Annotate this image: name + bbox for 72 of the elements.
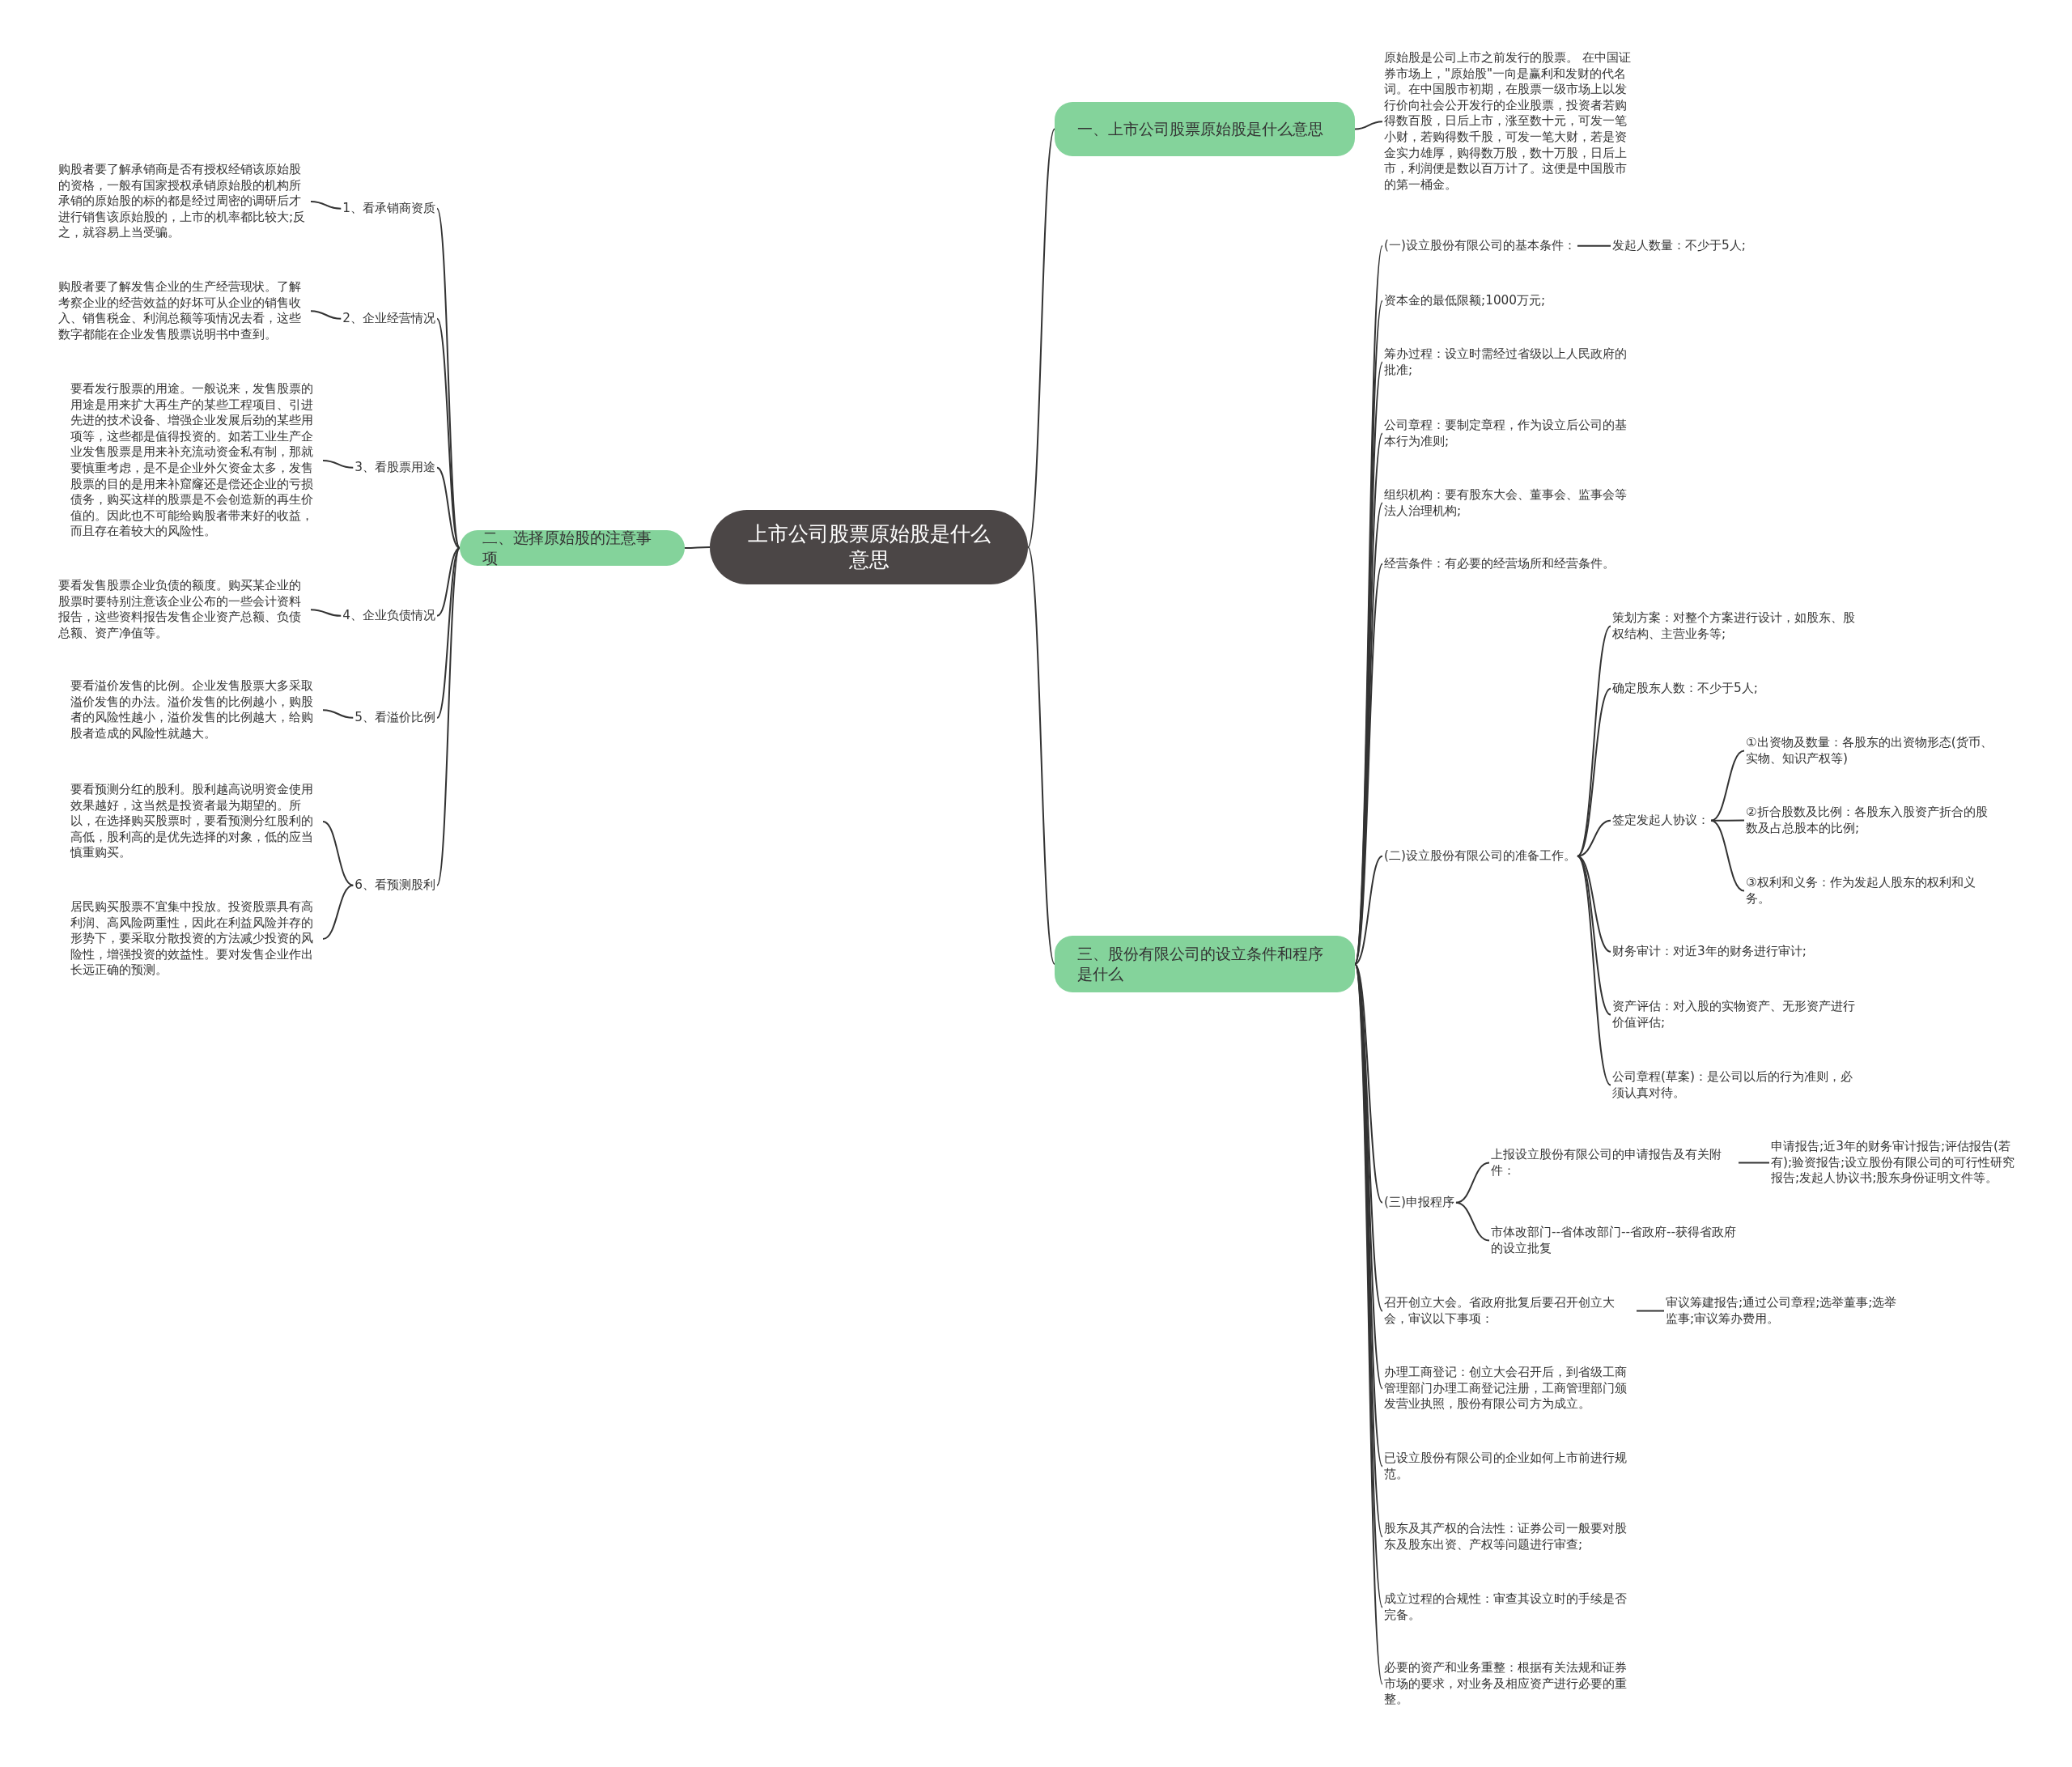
connector-line bbox=[1027, 546, 1055, 965]
branch-text: (二)设立股份有限公司的准备工作。 bbox=[1382, 848, 1577, 864]
branch-text: 筹办过程：设立时需经过省级以上人民政府的批准; bbox=[1382, 346, 1637, 379]
branch-text: 公司章程(草案)：是公司以后的行为准则，必须认真对待。 bbox=[1611, 1069, 1865, 1102]
connector-line bbox=[310, 310, 342, 320]
connector-line bbox=[1354, 963, 1383, 1204]
topic-box: 三、股份有限公司的设立条件和程序是什么 bbox=[1055, 936, 1355, 992]
connector-line bbox=[436, 317, 461, 549]
branch-text: 5、看溢价比例 bbox=[353, 710, 437, 726]
branch-text: 要看预测分红的股利。股利越高说明资金使用效果越好，这当然是投资者最为期望的。所以，在选择购买股票时，要看预测分红股利的高低，股利高的是优先选择的对象，低的应当慎重购买。 bbox=[69, 782, 323, 861]
branch-text: 组织机构：要有股东大会、董事会、监事会等法人治理机构; bbox=[1382, 487, 1637, 520]
branch-text: 6、看预测股利 bbox=[353, 877, 437, 894]
branch-text: 召开创立大会。省政府批复后要召开创立大会，审议以下事项： bbox=[1382, 1295, 1637, 1327]
branch-text: 必要的资产和业务重整：根据有关法规和证券市场的要求，对业务及相应资产进行必要的重整。 bbox=[1382, 1660, 1637, 1708]
connector-line bbox=[1636, 1310, 1665, 1312]
branch-text: ①出资物及数量：各股东的出资物形态(货币、实物、知识产权等) bbox=[1744, 735, 1998, 767]
connector-line bbox=[1027, 128, 1055, 548]
branch-text: 已设立股份有限公司的企业如何上市前进行规范。 bbox=[1382, 1451, 1637, 1483]
connector-line bbox=[1738, 1162, 1770, 1164]
connector-line bbox=[322, 821, 355, 886]
connector-line bbox=[1354, 121, 1383, 130]
branch-text: 申请报告;近3年的财务审计报告;评估报告(若有);验资报告;设立股份有限公司的可行性研究报告;发起人协议书;股东身份证明文件等。 bbox=[1769, 1139, 2022, 1187]
connector-line bbox=[322, 459, 355, 469]
connector-line bbox=[1354, 855, 1383, 965]
connector-line bbox=[436, 466, 461, 549]
topic-box: 一、上市公司股票原始股是什么意思 bbox=[1055, 102, 1355, 156]
branch-text: 要看发售股票企业负债的额度。购买某企业的股票时要特别注意该企业公布的一些会计资料报告，这些资料报告发售企业资产总额、负债总额、资产净值等。 bbox=[57, 578, 311, 642]
connector-line bbox=[310, 201, 342, 210]
connector-line bbox=[1454, 1201, 1490, 1242]
branch-text: ②折合股数及比例：各股东入股资产折合的股数及占总股本的比例; bbox=[1744, 805, 1998, 837]
branch-text: 公司章程：要制定章程，作为设立后公司的基本行为准则; bbox=[1382, 418, 1637, 450]
branch-text: 居民购买股票不宜集中投放。投资股票具有高利润、高风险两重性，因此在利益风险并存的形势下，要采取分散投资的方法减少投资的风险性，增强投资的效益性。要对发售企业作出长远正确的预测。 bbox=[69, 899, 323, 979]
branch-text: 策划方案：对整个方案进行设计，如股东、股权结构、主营业务等; bbox=[1611, 610, 1865, 643]
branch-text: 市体改部门--省体改部门--省政府--获得省政府的设立批复 bbox=[1489, 1225, 1739, 1257]
branch-text: 购股者要了解承销商是否有授权经销该原始股的资格，一般有国家授权承销原始股的机构所承销的原始股的标的都是经过周密的调研后才进行销售该原始股的，上市的机率都比较大;反之，就容易上当受骗。 bbox=[57, 162, 311, 241]
branch-text: (三)申报程序 bbox=[1382, 1195, 1456, 1211]
connector-line bbox=[1576, 244, 1611, 247]
branch-text: 资本金的最低限额;1000万元; bbox=[1382, 293, 1548, 309]
central-topic: 上市公司股票原始股是什么意思 bbox=[710, 510, 1028, 584]
branch-text: 购股者要了解发售企业的生产经营现状。了解考察企业的经营效益的好坏可从企业的销售收入、销售税金、利润总额等项情况去看，这些数字都能在企业发售股票说明书中查到。 bbox=[57, 279, 311, 343]
connector-line bbox=[436, 547, 461, 617]
connector-line bbox=[322, 709, 355, 719]
branch-text: 经营条件：有必要的经营场所和经营条件。 bbox=[1382, 556, 1616, 572]
connector-line bbox=[310, 609, 342, 617]
branch-text: 要看溢价发售的比例。企业发售股票大多采取溢价发售的办法。溢价发售的比例越小，购股者的风险性越小，溢价发售的比例越大，给购股者造成的风险性就越大。 bbox=[69, 678, 323, 742]
branch-text: 2、企业经营情况 bbox=[341, 311, 437, 327]
connector-line bbox=[436, 547, 461, 886]
branch-text: 要看发行股票的用途。一般说来，发售股票的用途是用来扩大再生产的某些工程项目、引进先进的技术设备、增强企业发展后劲的某些用项等，这些都是值得投资的。如若工业生产企业发售股票是用来补充流动资金私有制，那就要慎重考虑，是不是企业外欠资金太多，发售股票的目的是用来补窟窿还是偿还企业的亏损债务，购买这样的股票是不会创造新的再生价值的。因此也不可能给购股者带来好的收益，而且存在着较大的风险性。 bbox=[69, 381, 323, 540]
connector-line bbox=[436, 547, 461, 719]
branch-text: 办理工商登记：创立大会召开后，到省级工商管理部门办理工商登记注册，工商管理部门颁发营业执照，股份有限公司方为成立。 bbox=[1382, 1365, 1637, 1412]
branch-text: 上报设立股份有限公司的申请报告及有关附件： bbox=[1489, 1147, 1739, 1179]
connector-line bbox=[1710, 819, 1745, 892]
topic-box: 二、选择原始股的注意事项 bbox=[460, 530, 685, 566]
branch-text: (一)设立股份有限公司的基本条件： bbox=[1382, 238, 1577, 254]
connector-line bbox=[684, 546, 711, 549]
branch-text: 股东及其产权的合法性：证券公司一般要对股东及股东出资、产权等问题进行审查; bbox=[1382, 1521, 1637, 1553]
branch-text: 1、看承销商资质 bbox=[341, 201, 437, 217]
branch-text: 成立过程的合规性：审查其设立时的手续是否完备。 bbox=[1382, 1591, 1637, 1624]
connector-line bbox=[1576, 855, 1611, 1086]
branch-text: 签定发起人协议： bbox=[1611, 813, 1711, 829]
branch-text: 4、企业负债情况 bbox=[341, 608, 437, 624]
branch-text: 资产评估：对入股的实物资产、无形资产进行价值评估; bbox=[1611, 999, 1865, 1031]
branch-text: 财务审计：对近3年的财务进行审计; bbox=[1611, 944, 1808, 960]
connector-line bbox=[1710, 750, 1745, 822]
branch-text: 确定股东人数：不少于5人; bbox=[1611, 681, 1760, 697]
branch-text: 原始股是公司上市之前发行的股票。 在中国证券市场上，"原始股"一向是赢利和发财的代名词。在中国股市初期，在股票一级市场上以发行价向社会公开发行的企业股票，投资者若购得数百股，日后上市，涨至数十元，可发一笔小财，若购得数千股，可发一笔大财，若是资金实力雄厚，购得数万股，数十万股，日后上市，利润便是数以百万计了。这便是中国股市的第一桶金。 bbox=[1382, 50, 1637, 193]
branch-text: 发起人数量：不少于5人; bbox=[1611, 238, 1747, 254]
connector-line bbox=[1576, 687, 1611, 857]
branch-text: 3、看股票用途 bbox=[353, 460, 437, 476]
branch-text: ③权利和义务：作为发起人股东的权利和义务。 bbox=[1744, 875, 1998, 907]
connector-line bbox=[322, 884, 355, 940]
branch-text: 审议筹建报告;通过公司章程;选举董事;选举监事;审议筹办费用。 bbox=[1664, 1295, 1910, 1327]
